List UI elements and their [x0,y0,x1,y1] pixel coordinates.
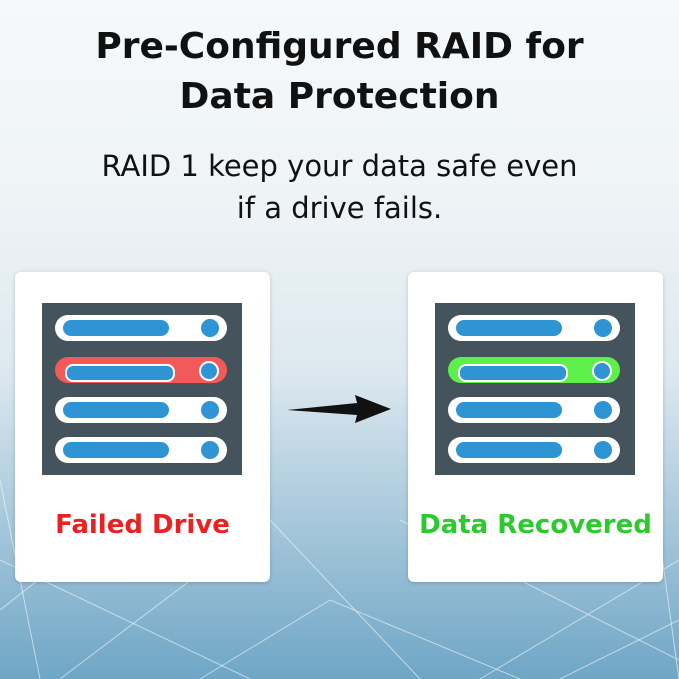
title-line-1: Pre-Configured RAID for [95,26,584,67]
drive-led-icon [201,319,219,337]
drive-rack-icon [435,303,635,475]
recovered-drive-slot [448,357,620,383]
drive-led-icon [199,361,219,381]
drive-bar [63,402,169,418]
drive-slot [448,397,620,423]
title-line-2: Data Protection [179,76,500,117]
drive-led-icon [594,441,612,459]
drive-led-icon [594,319,612,337]
drive-led-icon [592,361,612,381]
subtitle-line-2: if a drive fails. [236,191,443,225]
drive-slot [55,437,227,463]
drive-bar [65,364,175,382]
arrow-right-icon [287,395,391,423]
drive-slot [448,315,620,341]
drive-bar [456,402,562,418]
drive-slot [448,437,620,463]
failed-drive-label: Failed Drive [55,510,230,540]
drive-bar [456,320,562,336]
page-title: Pre-Configured RAID for Data Protection [0,22,679,122]
page-subtitle: RAID 1 keep your data safe even if a dri… [0,145,679,229]
data-recovered-label: Data Recovered [419,510,652,540]
data-recovered-card: Data Recovered [408,272,663,582]
drive-led-icon [594,401,612,419]
drive-bar [458,364,568,382]
drive-bar [63,320,169,336]
failed-drive-slot [55,357,227,383]
subtitle-line-1: RAID 1 keep your data safe even [101,149,578,183]
drive-rack-icon [42,303,242,475]
drive-slot [55,397,227,423]
drive-led-icon [201,401,219,419]
drive-led-icon [201,441,219,459]
drive-slot [55,315,227,341]
drive-bar [456,442,562,458]
failed-drive-card: Failed Drive [15,272,270,582]
drive-bar [63,442,169,458]
